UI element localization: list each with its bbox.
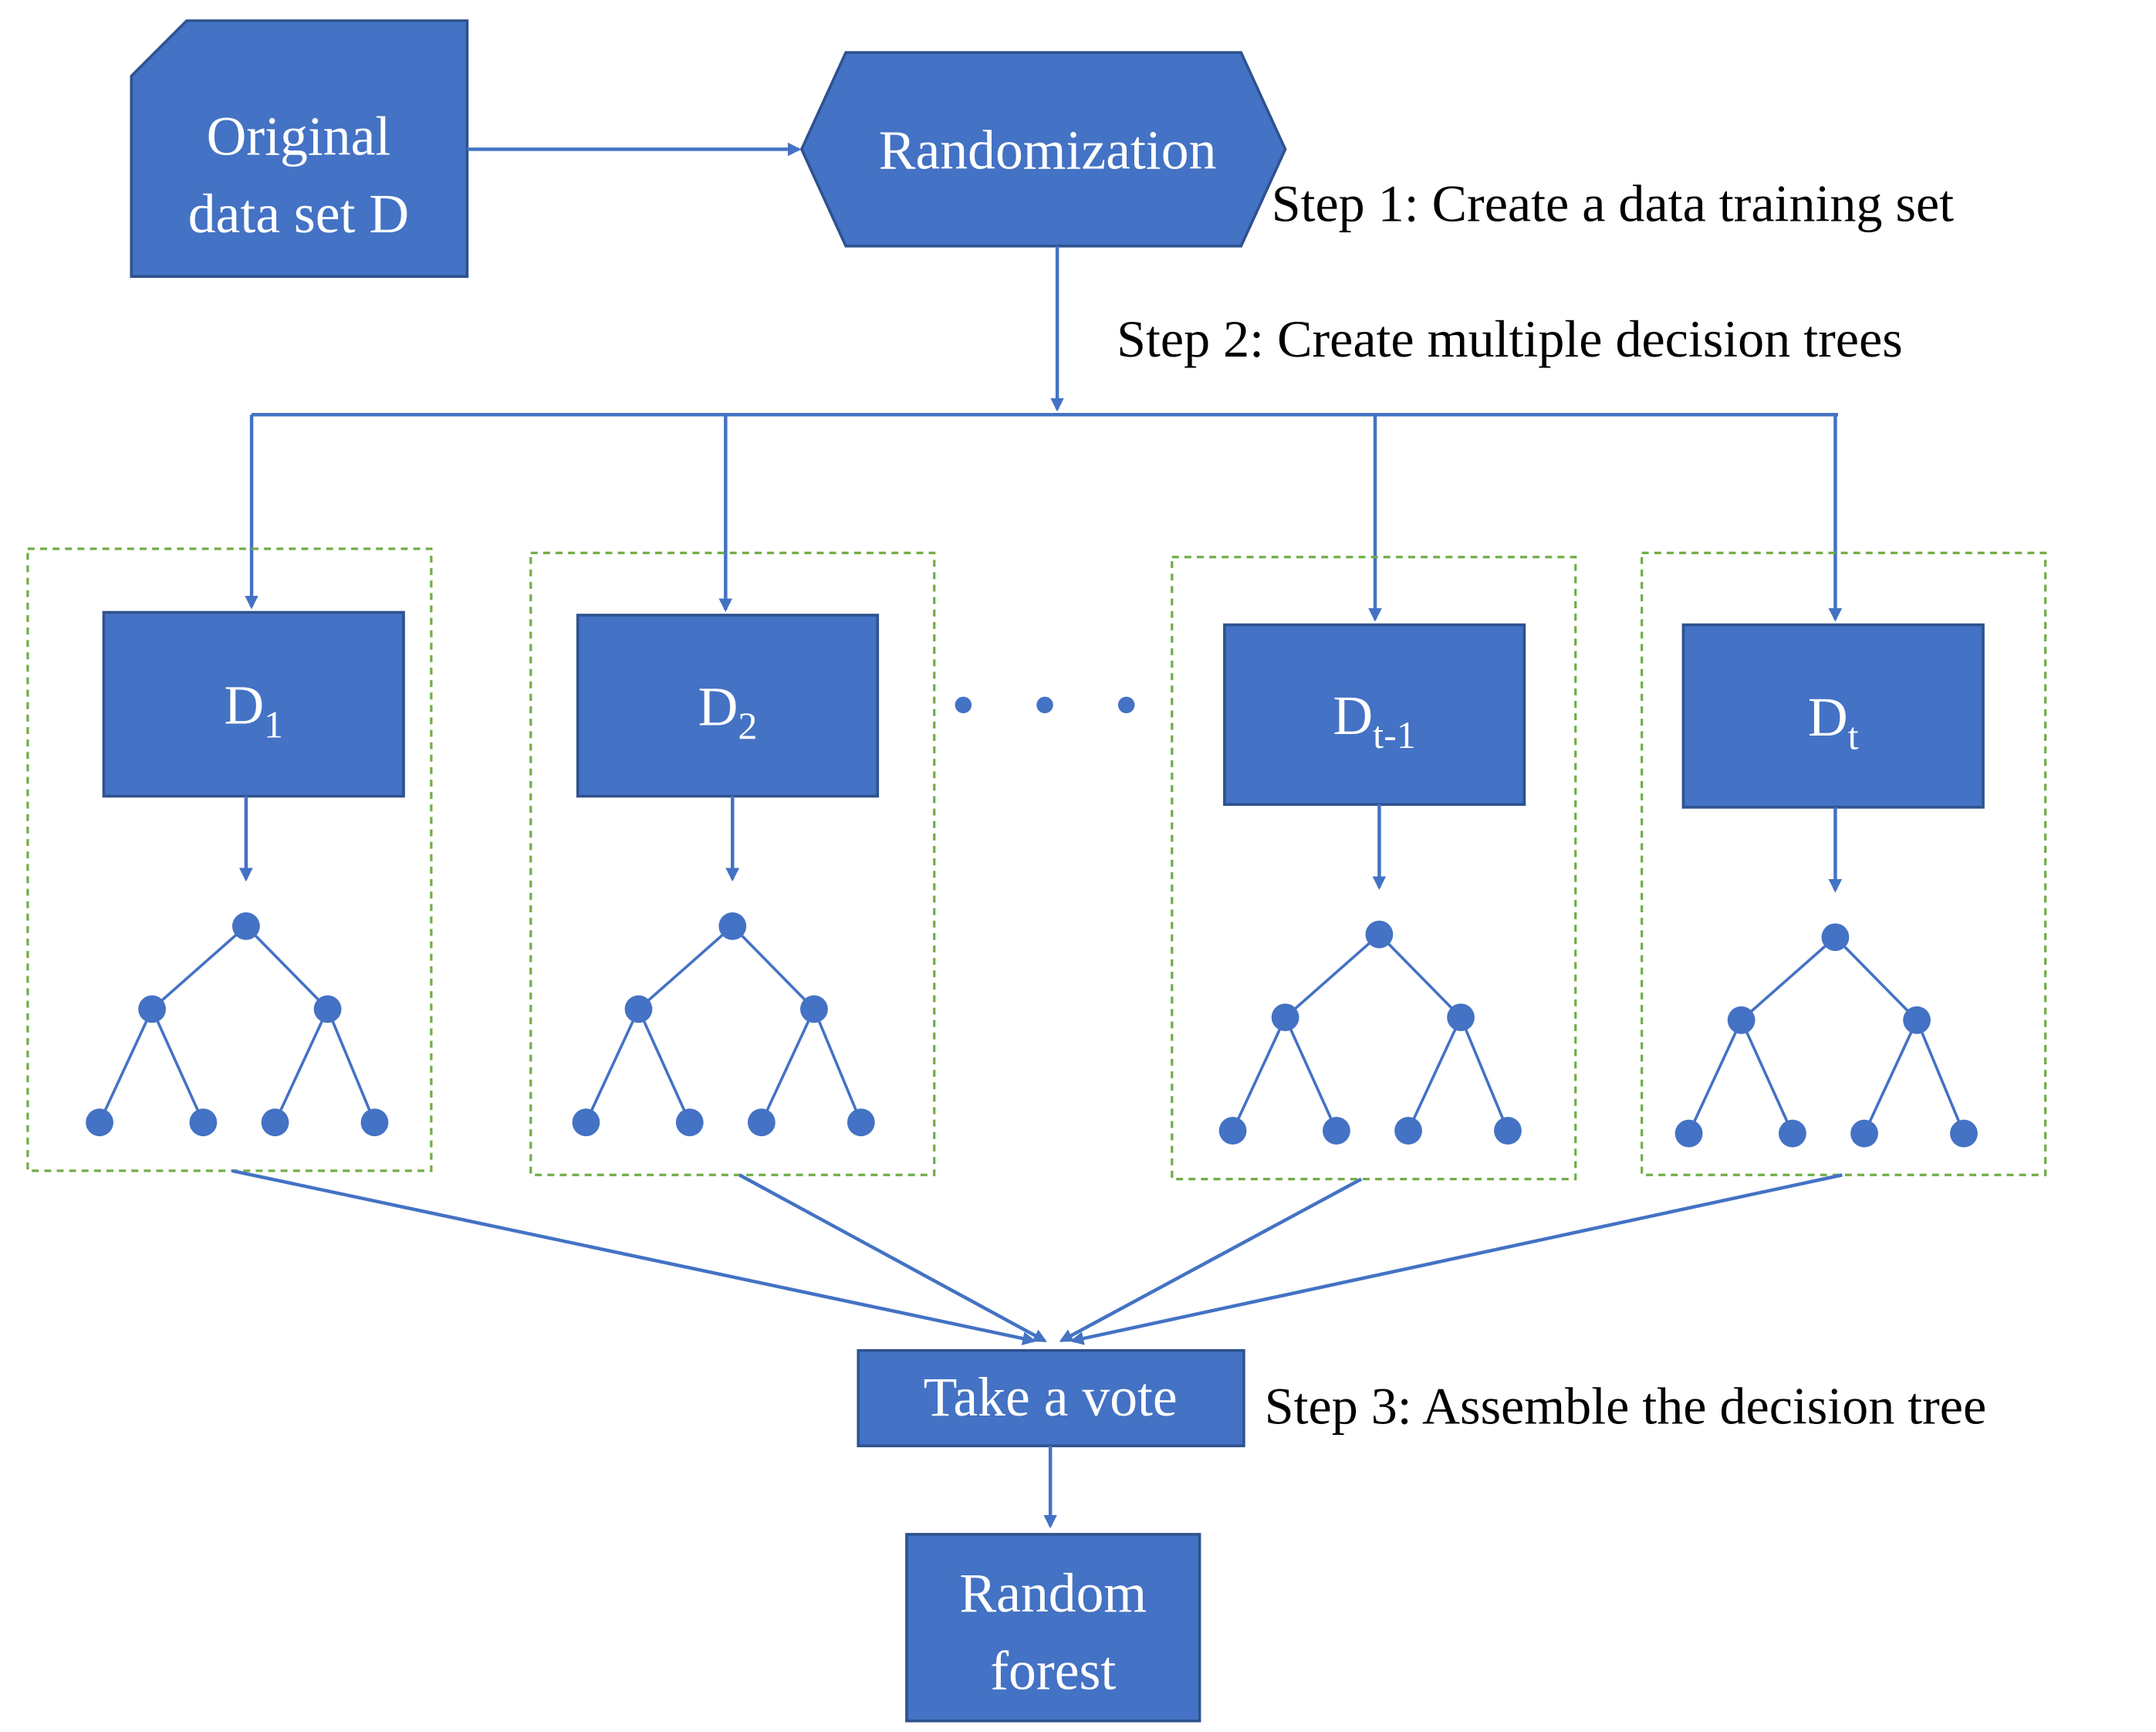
dashed-frame [1641, 551, 2047, 1176]
subset-box [102, 611, 405, 798]
subset-label: Dt [1808, 687, 1859, 758]
take-a-vote-label: Take a vote [924, 1367, 1178, 1428]
arrow-to-vote-4 [1073, 1173, 1843, 1341]
decision-tree-icon [86, 912, 389, 1137]
step1-label: Step 1: Create a data training set [1272, 174, 1954, 233]
subset-group-4: Dt [1641, 414, 2047, 1176]
original-dataset-line2: data set D [188, 184, 409, 245]
dashed-frame [529, 551, 936, 1176]
subset-box [1223, 623, 1526, 807]
subset-group-1: D1 [26, 414, 433, 1172]
subset-box [1681, 623, 1985, 809]
subset-box [576, 614, 880, 798]
subset-label: D1 [224, 675, 283, 746]
random-forest-line1: Random [959, 1563, 1147, 1624]
random-forest-line2: forest [990, 1640, 1116, 1701]
original-dataset-box: Original data set D [130, 19, 469, 278]
subset-label: D2 [698, 676, 758, 747]
arrow-to-vote-3 [1062, 1177, 1363, 1343]
randomization-hexagon: Randomization [799, 51, 1287, 248]
arrow-to-vote-1 [231, 1169, 1034, 1341]
dashed-frame [26, 547, 433, 1172]
decision-tree-icon [1674, 923, 1978, 1148]
subset-group-2: D2 [529, 414, 936, 1176]
randomization-label: Randomization [879, 120, 1217, 181]
arrow-to-vote-2 [738, 1173, 1045, 1343]
original-dataset-line1: Original [207, 107, 391, 167]
decision-tree-icon [572, 912, 875, 1137]
take-a-vote-box: Take a vote [857, 1348, 1245, 1448]
step2-label: Step 2: Create multiple decision trees [1117, 310, 1903, 368]
decision-tree-icon [1218, 920, 1522, 1145]
subset-group-3: Dt-1 [1171, 414, 1577, 1181]
ellipsis-icon [955, 696, 1135, 714]
subset-label: Dt-1 [1333, 685, 1415, 756]
dashed-frame [1171, 556, 1577, 1181]
step3-label: Step 3: Assemble the decision tree [1265, 1377, 1986, 1436]
random-forest-box: Random forest [905, 1533, 1201, 1723]
